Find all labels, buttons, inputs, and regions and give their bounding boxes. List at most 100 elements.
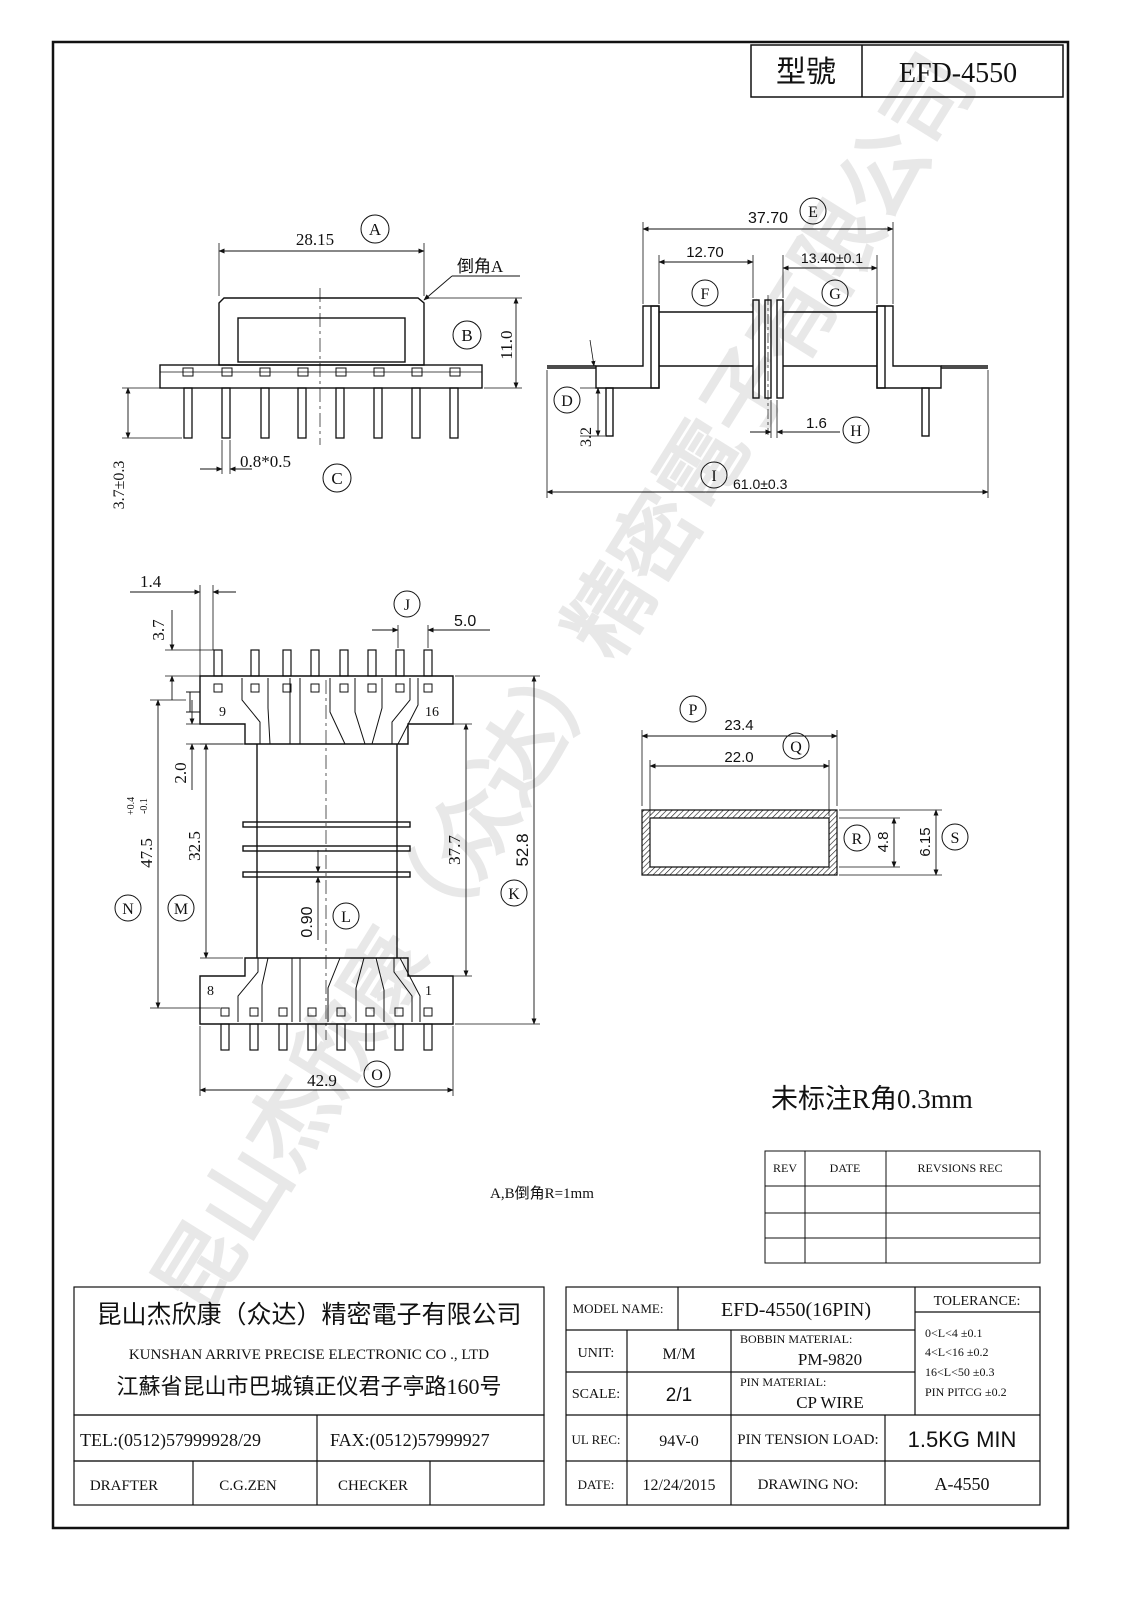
pin-material: CP WIRE (796, 1393, 864, 1412)
tag-o: O (371, 1067, 383, 1084)
dim-0-90: 0.90 (299, 906, 316, 937)
dim-f: 12.70 (686, 244, 724, 261)
tag-g: G (829, 286, 841, 303)
ul-label: UL REC: (572, 1432, 621, 1447)
tolerance-label: TOLERANCE: (934, 1294, 1021, 1309)
model-label: 型號 (776, 56, 836, 89)
drafter-name: C.G.ZEN (219, 1478, 277, 1494)
bobbin-material: PM-9820 (798, 1350, 862, 1369)
side-view-labels: 37.70 E 12.70 F 13.40±0.1 G D 3.2 1.6 H … (553, 197, 870, 492)
company-name-en: KUNSHAN ARRIVE PRECISE ELECTRONIC CO ., … (129, 1347, 489, 1363)
tolerance-2: 4<L<16 ±0.2 (925, 1345, 988, 1359)
tolerance-1: 0<L<4 ±0.1 (925, 1326, 982, 1340)
dim-52-8: 52.8 (513, 833, 532, 866)
tag-l: L (341, 909, 351, 926)
company-block (73, 1286, 545, 1506)
pin-8: 8 (207, 984, 214, 999)
note-ab-chamfer: A,B倒角R=1mm (490, 1185, 594, 1202)
drafter-label: DRAFTER (90, 1478, 158, 1494)
tag-e: E (808, 204, 818, 221)
dim-p: 23.4 (724, 717, 753, 734)
tag-h: H (850, 423, 862, 440)
dim-d: 3.2 (578, 427, 595, 447)
tag-p: P (689, 702, 698, 719)
date-label: DATE: (578, 1477, 615, 1492)
dim-1-4: 1.4 (140, 572, 162, 591)
tag-b-circle (452, 320, 482, 350)
tag-j: J (404, 597, 410, 614)
company-fax: FAX:(0512)57999927 (330, 1430, 490, 1451)
pin-material-label: PIN MATERIAL: (740, 1375, 826, 1389)
company-tel: TEL:(0512)57999928/29 (80, 1430, 261, 1451)
tolerance-3: 16<L<50 ±0.3 (925, 1365, 994, 1379)
dim-47-5: 47.5 (137, 838, 156, 868)
pin-9: 9 (219, 705, 226, 720)
dim-i: 61.0±0.3 (733, 476, 788, 492)
pin-16: 16 (425, 705, 439, 720)
tag-d: D (561, 393, 573, 410)
tag-k: K (508, 886, 520, 903)
drawing-no: A-4550 (935, 1474, 990, 1494)
tag-a: A (369, 220, 382, 239)
tag-i: I (711, 468, 716, 485)
dim-32-5: 32.5 (185, 831, 204, 861)
checker-label: CHECKER (338, 1478, 408, 1494)
revision-table (764, 1150, 1041, 1264)
drawing-no-label: DRAWING NO: (758, 1477, 859, 1493)
dim-j: 5.0 (454, 613, 476, 630)
dim-r: 4.8 (875, 832, 892, 853)
tag-s: S (951, 830, 960, 847)
tag-a-circle (360, 214, 390, 244)
scale-value: 2/1 (666, 1385, 692, 1406)
dim-c: 0.8*0.5 (240, 452, 291, 471)
tag-f: F (701, 286, 710, 303)
date-value: 12/24/2015 (643, 1477, 716, 1494)
model-name: EFD-4550(16PIN) (721, 1299, 871, 1321)
dim-e: 37.70 (748, 210, 788, 227)
unit-value: M/M (663, 1346, 696, 1363)
spec-block (565, 1286, 1041, 1506)
unit-label: UNIT: (578, 1346, 615, 1361)
front-view-labels: 28.15 A 倒角A B 11.0 0.8*0.5 C 3.7±0.3 (111, 214, 516, 509)
scale-label: SCALE: (572, 1387, 620, 1402)
dim-q: 22.0 (724, 749, 753, 766)
sheet-border (51, 40, 1070, 1530)
rev-header: REV (773, 1161, 797, 1175)
dim-2-0: 2.0 (171, 762, 190, 783)
tag-r: R (852, 831, 863, 848)
dim-h: 1.6 (806, 415, 827, 432)
dim-a: 28.15 (296, 230, 334, 249)
watermark: 昆山杰欣康（众达）精密電子有限公司 (136, 38, 996, 1331)
revisions-header: REVSIONS REC (917, 1161, 1002, 1175)
model-value: EFD-4550 (899, 58, 1017, 89)
tag-n: N (122, 901, 134, 918)
tol-47-5-dn: -0.1 (139, 798, 150, 814)
tension-label: PIN TENSION LOAD: (737, 1432, 878, 1448)
pin-1: 1 (425, 984, 432, 999)
svg-text:昆山杰欣康（众达）精密電子有限公司: 昆山杰欣康（众达）精密電子有限公司 (136, 38, 996, 1331)
chamfer-label: 倒角A (457, 257, 504, 276)
tol-47-5-up: +0.4 (126, 797, 137, 815)
bobbin-label: BOBBIN MATERIAL: (740, 1332, 852, 1346)
tag-c: C (331, 469, 342, 488)
plan-view (130, 585, 540, 1096)
plan-view-labels: 1.4 3.7 J 5.0 9 16 8 1 2.0 47.5 +0.4 -0.… (114, 572, 532, 1090)
side-view (546, 222, 989, 498)
dim-37-7: 37.7 (445, 835, 464, 865)
dim-b: 11.0 (497, 330, 516, 359)
dim-g: 13.40±0.1 (801, 250, 863, 266)
tag-q: Q (790, 739, 802, 756)
model-title-block: 型號 EFD-4550 (750, 44, 1064, 98)
note-r-corner: 未标注R角0.3mm (771, 1084, 973, 1114)
section-view-labels: P 23.4 22.0 Q R 4.8 6.15 S (679, 695, 969, 857)
front-view (122, 243, 522, 474)
company-address: 江蘇省昆山市巴城镇正仪君子亭路160号 (116, 1374, 501, 1399)
ul-value: 94V-0 (659, 1433, 698, 1450)
dim-3-7: 3.7 (149, 619, 168, 641)
tolerance-4: PIN PITCG ±0.2 (925, 1385, 1007, 1399)
dim-s: 6.15 (917, 827, 934, 856)
dim-42-9: 42.9 (307, 1071, 337, 1090)
tag-m: M (174, 901, 188, 918)
date-header: DATE (830, 1161, 861, 1175)
